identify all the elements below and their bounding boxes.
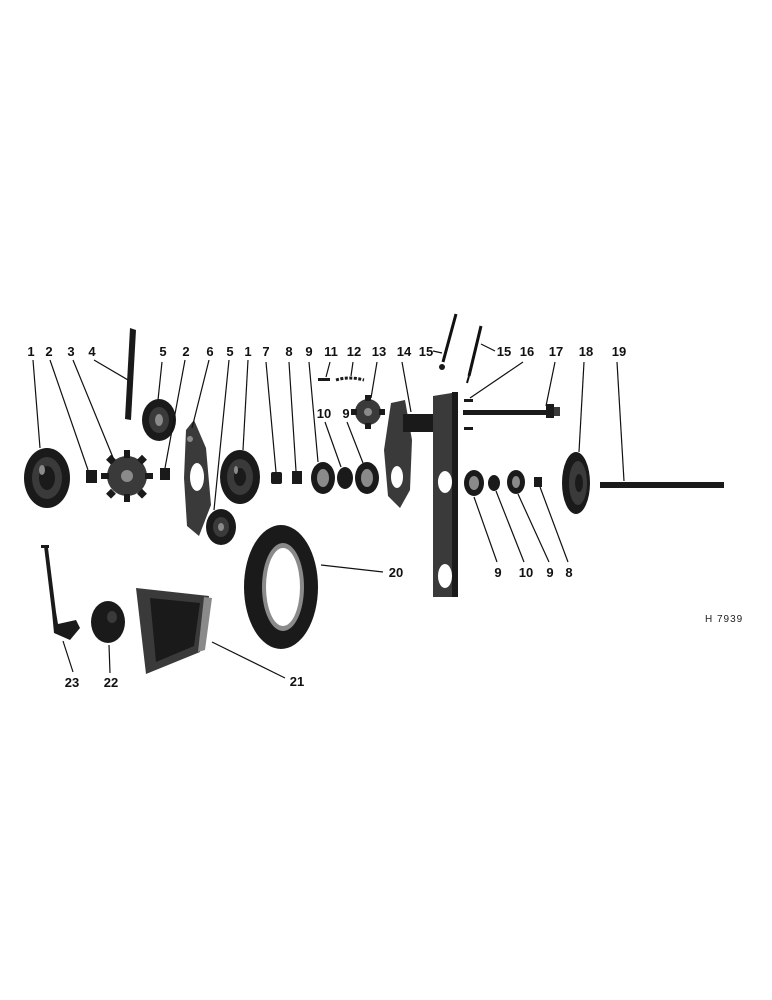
part-10-bushing-b xyxy=(488,475,500,491)
part-10-bushing-a xyxy=(337,467,353,489)
callout-9: 9 xyxy=(494,565,501,580)
callout-3: 3 xyxy=(67,344,74,359)
callout-15: 15 xyxy=(497,344,511,359)
callout-9: 9 xyxy=(305,344,312,359)
callout-7: 7 xyxy=(262,344,269,359)
part-3-sprocket xyxy=(101,450,153,502)
callout-8: 8 xyxy=(565,565,572,580)
part-15-cotter-pin-b xyxy=(466,325,483,384)
mounting-bar xyxy=(433,392,458,597)
callout-14: 14 xyxy=(397,344,412,359)
callout-12: 12 xyxy=(347,344,361,359)
callout-21: 21 xyxy=(290,674,304,689)
part-14-idler-arm xyxy=(384,400,441,508)
part-13-sprocket-small xyxy=(351,395,385,429)
part-12-chain xyxy=(335,376,365,382)
callout-18: 18 xyxy=(579,344,593,359)
part-21-shield xyxy=(136,588,212,674)
part-4-rod xyxy=(125,328,136,420)
callout-5: 5 xyxy=(159,344,166,359)
part-5-bearing-lower xyxy=(206,509,236,545)
callout-6: 6 xyxy=(206,344,213,359)
part-16-keys xyxy=(464,399,473,430)
part-2-spacer-middle xyxy=(160,468,170,480)
callout-22: 22 xyxy=(104,675,118,690)
part-19-long-shaft xyxy=(600,482,724,488)
part-17-shaft xyxy=(463,404,560,418)
callout-23: 23 xyxy=(65,675,79,690)
callout-labels: 1 2 3 4 5 2 6 5 1 7 8 9 11 12 13 14 15 1… xyxy=(27,344,626,690)
part-18-pulley xyxy=(562,452,590,514)
part-9-washer-a xyxy=(311,462,335,494)
callout-1: 1 xyxy=(27,344,34,359)
callout-15: 15 xyxy=(419,344,433,359)
part-5-bearing-upper xyxy=(142,399,176,441)
callout-10: 10 xyxy=(519,565,533,580)
callout-17: 17 xyxy=(549,344,563,359)
callout-2: 2 xyxy=(45,344,52,359)
part-1-bearing-right xyxy=(220,450,260,504)
part-9-washer-c xyxy=(464,470,484,496)
leader-lines xyxy=(32,343,625,679)
callout-20: 20 xyxy=(389,565,403,580)
callout-8: 8 xyxy=(285,344,292,359)
part-23-scraper xyxy=(41,545,80,640)
callout-2: 2 xyxy=(182,344,189,359)
part-6-bracket xyxy=(184,420,211,536)
callout-9: 9 xyxy=(342,406,349,421)
callout-4: 4 xyxy=(88,344,96,359)
part-8-spacer-left xyxy=(292,471,302,484)
part-1-bearing-left xyxy=(24,448,70,508)
callout-9: 9 xyxy=(546,565,553,580)
callout-10: 10 xyxy=(317,406,331,421)
part-15-cotter-pin-a xyxy=(439,313,458,370)
callout-11: 11 xyxy=(324,344,338,359)
callout-16: 16 xyxy=(520,344,534,359)
part-7-nut xyxy=(271,472,282,484)
callout-5: 5 xyxy=(226,344,233,359)
callout-1: 1 xyxy=(244,344,251,359)
part-9-washer-b xyxy=(355,462,379,494)
part-8-spacer-right xyxy=(534,477,542,487)
figure-code: H 7939 xyxy=(705,614,743,625)
callout-13: 13 xyxy=(372,344,386,359)
callout-19: 19 xyxy=(612,344,626,359)
part-11-pin xyxy=(318,378,330,381)
part-9-washer-d xyxy=(507,470,525,494)
part-2-spacer-left xyxy=(86,470,97,483)
part-20-belt xyxy=(244,525,318,649)
part-22-knob xyxy=(91,601,125,643)
